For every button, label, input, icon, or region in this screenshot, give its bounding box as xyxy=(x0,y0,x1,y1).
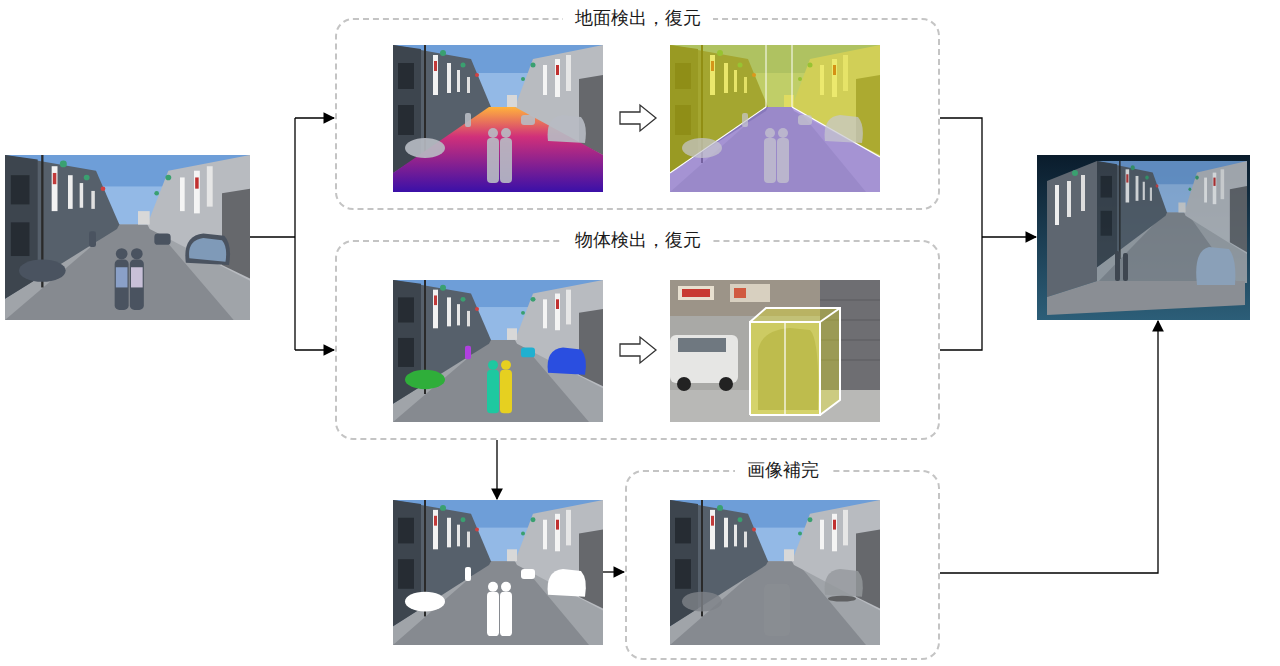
input-photo-part xyxy=(5,155,250,320)
box-photo-part xyxy=(820,308,840,322)
mask-photo-part xyxy=(393,500,603,645)
input-photo-part xyxy=(131,267,143,287)
flow-arrows-part xyxy=(940,321,1158,573)
box-photo-part xyxy=(719,377,733,391)
output-render-part xyxy=(1196,247,1235,285)
box-photo-part xyxy=(750,322,820,415)
box-photo-part xyxy=(784,322,785,415)
plane-photo-part xyxy=(670,45,880,192)
input-photo xyxy=(5,155,250,320)
output-render-part xyxy=(1047,281,1245,315)
plane-photo xyxy=(670,45,880,192)
input-photo-part xyxy=(116,267,128,287)
flow-arrows-part xyxy=(295,349,334,350)
flow-arrows-part xyxy=(250,236,295,237)
output-render-part xyxy=(1047,161,1097,297)
output-render xyxy=(1037,155,1250,320)
flow-arrows-part xyxy=(496,440,497,499)
segment-photo xyxy=(393,280,603,422)
hollow-arrow xyxy=(620,337,656,363)
output-render-part xyxy=(1115,251,1120,281)
depth-photo-part xyxy=(393,107,603,192)
mask-photo xyxy=(393,500,603,645)
hollow-arrow xyxy=(620,105,656,131)
segment-photo-part xyxy=(488,360,498,370)
flow-arrows-part xyxy=(603,571,624,572)
output-render-part xyxy=(1072,170,1078,176)
group-title: 地面検出，復元 xyxy=(563,7,713,29)
segment-photo-part xyxy=(548,348,586,375)
flow-arrows-part xyxy=(982,236,1036,237)
box-photo-part xyxy=(750,322,820,415)
input-photo-part xyxy=(189,238,226,262)
box-photo xyxy=(670,280,880,422)
box-photo-part xyxy=(678,338,726,352)
inpaint-photo-part xyxy=(828,596,856,602)
output-render-part xyxy=(1055,185,1059,225)
output-render-part xyxy=(1037,155,1250,320)
output-render-part xyxy=(1067,181,1071,217)
group-title: 物体検出，復元 xyxy=(563,229,713,251)
depth-photo-part xyxy=(405,113,586,183)
dashed-group: 地面検出，復元 xyxy=(335,18,940,210)
plane-photo-part xyxy=(670,107,766,173)
segment-photo-part xyxy=(487,370,499,413)
segment-photo-part xyxy=(501,360,511,370)
input-photo-part xyxy=(19,231,230,310)
flow-arrows-part xyxy=(940,118,982,350)
plane-photo-part xyxy=(682,113,863,183)
box-photo-part xyxy=(750,308,840,415)
box-photo-part xyxy=(820,308,840,415)
inpaint-photo-part xyxy=(764,584,790,636)
box-photo-part xyxy=(730,284,770,302)
inpaint-photo xyxy=(670,500,880,645)
segment-photo-part xyxy=(393,280,603,422)
output-render-part xyxy=(1123,253,1128,281)
inpaint-photo-part xyxy=(682,592,722,612)
segment-photo-part xyxy=(500,370,512,413)
box-photo-part xyxy=(734,288,746,298)
box-photo-part xyxy=(820,300,880,301)
plane-photo-part xyxy=(670,107,880,192)
output-render-part xyxy=(1081,175,1085,211)
flow-arrows xyxy=(250,118,1158,573)
dashed-group: 物体検出，復元 xyxy=(335,240,940,440)
flow-arrows-part xyxy=(294,118,295,350)
flow-arrows-part xyxy=(295,117,334,118)
inpaint-photo-part xyxy=(825,569,863,597)
inpaint-photo-part xyxy=(670,500,880,645)
box-photo-part xyxy=(677,377,691,391)
group-title: 画像補完 xyxy=(735,459,831,481)
box-photo-part xyxy=(670,335,738,383)
depth-photo-part xyxy=(393,45,603,192)
box-photo-part xyxy=(670,280,880,422)
mask-photo-part xyxy=(405,567,586,636)
plane-photo-part xyxy=(792,45,793,107)
segment-photo-part xyxy=(465,346,471,360)
plane-photo-part xyxy=(766,45,767,107)
depth-photo xyxy=(393,45,603,192)
box-photo-part xyxy=(678,286,714,300)
box-photo-part xyxy=(682,289,710,297)
dashed-group: 画像補完 xyxy=(625,470,940,660)
segment-photo-part xyxy=(405,370,445,389)
segment-photo-part xyxy=(521,348,535,358)
